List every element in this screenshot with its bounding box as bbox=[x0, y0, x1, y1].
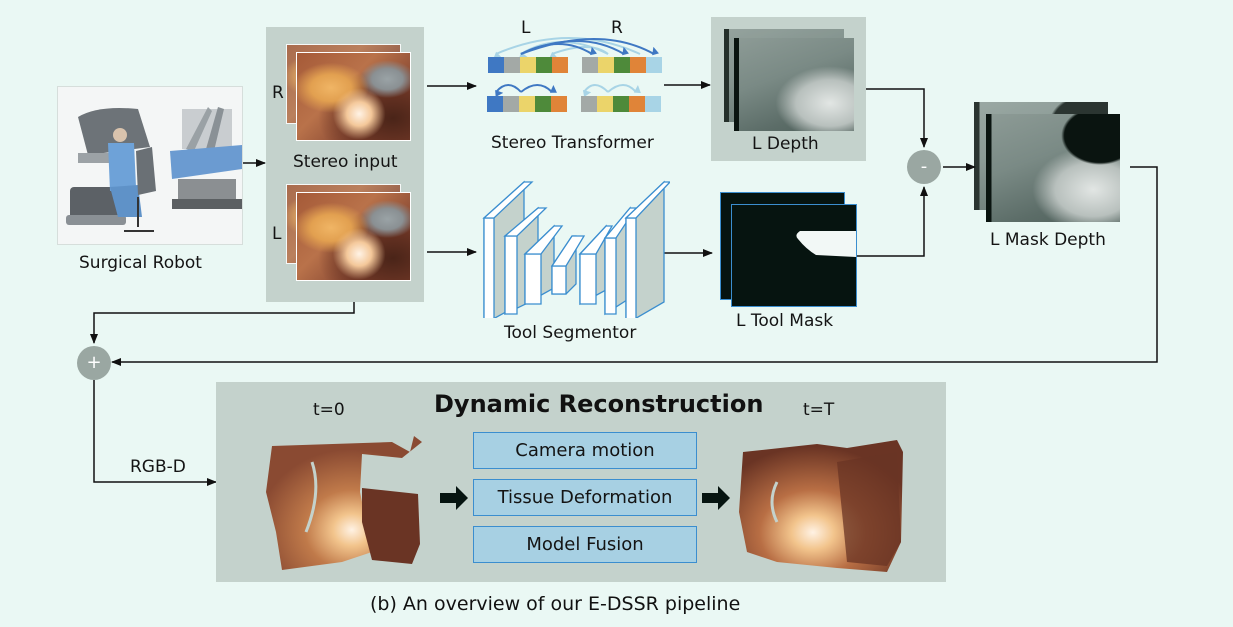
step-model-fusion: Model Fusion bbox=[473, 526, 697, 563]
big-arrow-into-steps-icon bbox=[440, 486, 468, 510]
l-depth-frame bbox=[734, 38, 854, 131]
stereo-right-frame bbox=[296, 52, 411, 141]
surgical-robot-block bbox=[57, 86, 243, 245]
arrow-depth-to-subtract bbox=[865, 88, 928, 148]
t0-label: t=0 bbox=[313, 400, 345, 420]
reconstruction-t0-image bbox=[266, 436, 422, 570]
right-token-bottom bbox=[597, 96, 613, 112]
stereo-left-tag: L bbox=[272, 224, 282, 244]
left-token-top bbox=[520, 57, 536, 73]
reconstruction-tT-image bbox=[739, 440, 903, 572]
l-mask-depth-frame bbox=[986, 114, 1120, 222]
left-token-top bbox=[536, 57, 552, 73]
rgbd-label: RGB-D bbox=[130, 457, 186, 477]
dynamic-reconstruction-title: Dynamic Reconstruction bbox=[434, 390, 764, 418]
right-token-bottom bbox=[645, 96, 661, 112]
step-tissue-deformation: Tissue Deformation bbox=[473, 479, 697, 516]
left-token-top bbox=[552, 57, 568, 73]
left-token-top bbox=[504, 57, 520, 73]
step-camera-motion: Camera motion bbox=[473, 432, 697, 469]
right-token-bottom bbox=[613, 96, 629, 112]
left-token-bottom bbox=[535, 96, 551, 112]
stereo-transformer-label: Stereo Transformer bbox=[491, 133, 654, 153]
left-token-bottom bbox=[487, 96, 503, 112]
left-token-bottom bbox=[519, 96, 535, 112]
arrow-mask-to-subtract bbox=[855, 186, 928, 257]
left-token-bottom bbox=[551, 96, 567, 112]
left-token-bottom bbox=[503, 96, 519, 112]
arrow-maskdepth-to-add bbox=[111, 166, 1158, 366]
right-token-top bbox=[598, 57, 614, 73]
stereo-right-tag: R bbox=[272, 83, 284, 103]
l-mask-depth-label: L Mask Depth bbox=[990, 230, 1106, 250]
right-token-top bbox=[646, 57, 662, 73]
add-operator: + bbox=[77, 346, 111, 380]
stereo-left-frame bbox=[296, 192, 411, 281]
tool-segmentor-network bbox=[482, 180, 670, 318]
arrow-add-to-reconstruction bbox=[93, 380, 217, 486]
surgical-robot-label: Surgical Robot bbox=[79, 253, 202, 273]
l-tool-mask-label: L Tool Mask bbox=[736, 311, 834, 331]
tT-label: t=T bbox=[803, 400, 835, 420]
l-tool-mask-frame bbox=[731, 204, 857, 307]
tool-segmentor-label: Tool Segmentor bbox=[504, 323, 637, 343]
surgical-robot-image bbox=[66, 107, 242, 232]
transformer-left-tag: L bbox=[521, 18, 531, 38]
big-arrow-out-of-steps-icon bbox=[702, 486, 730, 510]
right-token-top bbox=[614, 57, 630, 73]
right-token-top bbox=[630, 57, 646, 73]
right-token-bottom bbox=[629, 96, 645, 112]
transformer-right-tag: R bbox=[611, 18, 623, 38]
tool-silhouette bbox=[796, 231, 856, 257]
right-token-top bbox=[582, 57, 598, 73]
attention-arcs bbox=[493, 37, 659, 97]
right-token-bottom bbox=[581, 96, 597, 112]
subtract-operator: - bbox=[907, 150, 941, 184]
l-depth-label: L Depth bbox=[752, 134, 819, 154]
figure-caption: (b) An overview of our E-DSSR pipeline bbox=[370, 593, 741, 615]
left-token-top bbox=[488, 57, 504, 73]
stereo-input-label: Stereo input bbox=[293, 152, 398, 172]
